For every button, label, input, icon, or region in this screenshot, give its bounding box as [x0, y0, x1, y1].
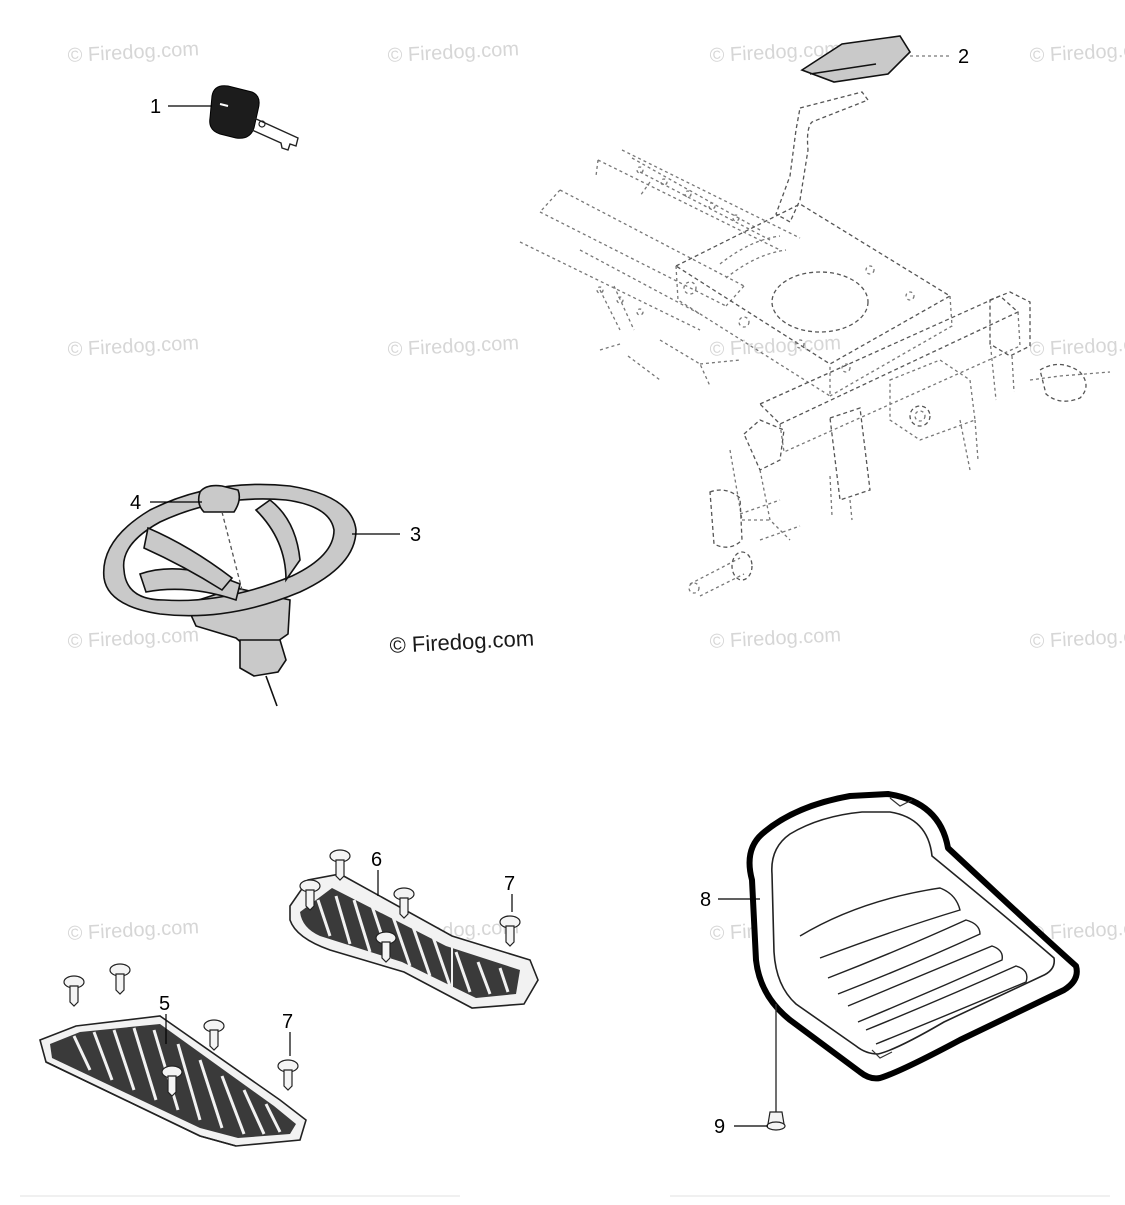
steering-wheel-icon	[102, 483, 357, 707]
frame-assembly-icon	[519, 91, 1111, 597]
center-watermark: © Firedog.com	[389, 625, 535, 658]
watermark: © Firedog.com	[1029, 624, 1125, 653]
watermark: © Firedog.com	[1029, 332, 1125, 361]
callout-6: 6	[371, 849, 382, 871]
watermark: © Firedog.com	[709, 624, 841, 653]
callout-5: 5	[159, 993, 170, 1015]
watermark: © Firedog.com	[1029, 38, 1125, 67]
callout-4: 4	[130, 492, 141, 514]
watermark: © Firedog.com	[709, 332, 841, 361]
watermark: © Firedog.com	[67, 38, 199, 67]
ignition-key-icon	[209, 85, 299, 151]
watermark: © Firedog.com	[387, 332, 519, 361]
push-rivet-icon	[63, 849, 521, 1097]
callout-9: 9	[714, 1116, 725, 1138]
callout-1: 1	[150, 96, 161, 118]
seat-bolt-icon	[766, 1004, 786, 1131]
callout-7: 7	[282, 1011, 293, 1033]
seat-icon	[746, 791, 1080, 1082]
watermark: © Firedog.com	[387, 38, 519, 67]
watermark: © Firedog.com	[67, 332, 199, 361]
callout-8: 8	[700, 889, 711, 911]
watermark: © Firedog.com	[67, 624, 199, 653]
callout-7: 7	[504, 873, 515, 895]
right-footrest-mat-icon	[289, 873, 539, 1009]
steering-cap-icon	[197, 484, 243, 591]
callout-3: 3	[410, 524, 421, 546]
callout-2: 2	[958, 46, 969, 68]
watermark: © Firedog.com	[67, 916, 199, 945]
brake-pedal-pad-icon	[800, 35, 912, 83]
